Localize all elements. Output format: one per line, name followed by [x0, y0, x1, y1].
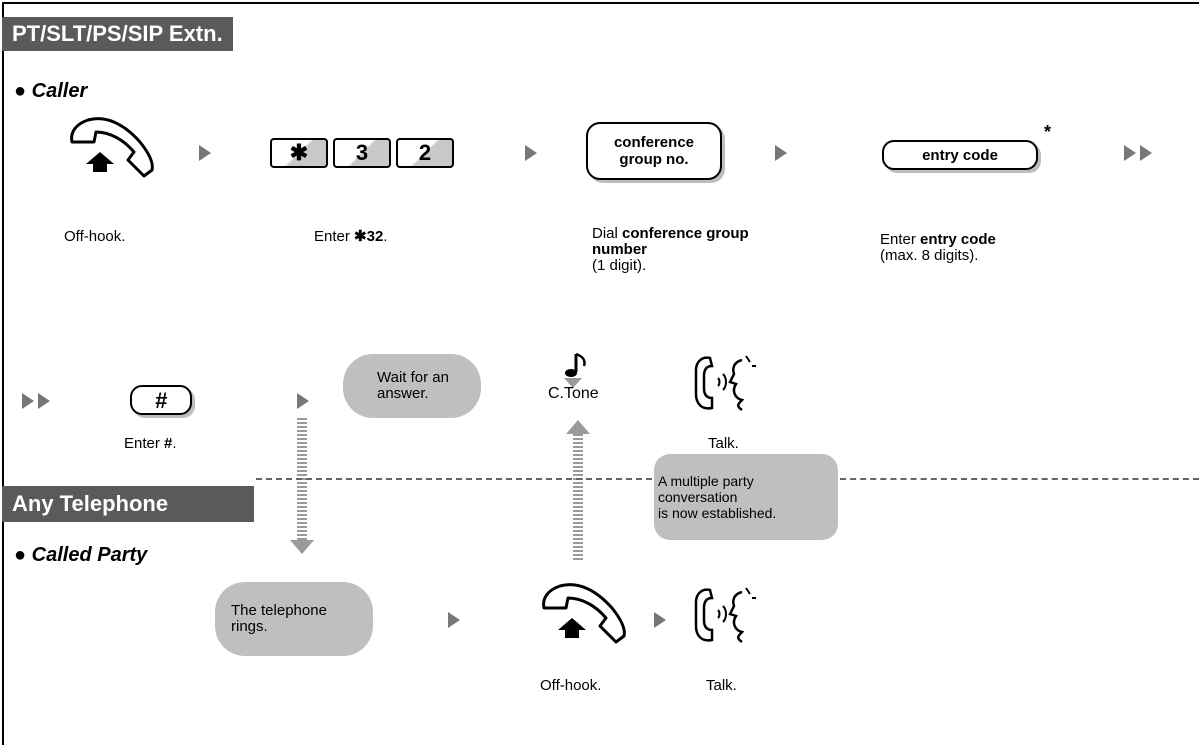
bullet-icon: ●	[14, 80, 27, 102]
section-tab-any-telephone: Any Telephone	[2, 486, 254, 522]
handset-offhook-icon	[542, 583, 626, 644]
hash-suffix: .	[172, 435, 177, 452]
dial-prefix: Dial	[592, 225, 623, 242]
conf-suffix: (1 digit).	[592, 257, 647, 274]
flow-arrow	[775, 145, 787, 161]
called-party-label-text: Called Party	[31, 544, 148, 566]
entry-code-button[interactable]: entry code	[882, 140, 1038, 170]
talk-caption: Talk.	[708, 435, 739, 452]
continue-arrow	[38, 393, 50, 409]
multi-party-bubble: A multiple party conversation is now est…	[654, 454, 838, 540]
enter-code-digits: 32	[366, 228, 384, 245]
enter-hash-prefix: Enter	[124, 435, 165, 452]
handset-offhook-icon	[70, 117, 154, 178]
telephone-rings-bubble: The telephone rings.	[215, 582, 373, 656]
section-divider	[256, 478, 652, 480]
conf-bold: conference group number	[592, 225, 749, 258]
called-offhook-caption: Off-hook.	[540, 677, 602, 694]
called-party-label: ● Called Party	[14, 544, 147, 567]
section-divider	[840, 478, 1199, 480]
offhook-caption: Off-hook.	[64, 228, 126, 245]
wait-line2: answer.	[377, 385, 429, 402]
entry-code-caption: Enter entry code (max. 8 digits).	[880, 232, 1060, 264]
flow-arrow	[297, 393, 309, 409]
continue-arrow	[1140, 145, 1152, 161]
key-3[interactable]: 3	[333, 138, 391, 168]
flow-arrow	[448, 612, 460, 628]
called-talk-caption: Talk.	[706, 677, 737, 694]
multi-line1: A multiple party	[658, 473, 754, 489]
entry-suffix: (max. 8 digits).	[880, 247, 979, 264]
rings-line1: The telephone	[231, 602, 327, 619]
dial-conference-caption: Dial conference group number (1 digit).	[592, 226, 782, 274]
entry-prefix: Enter	[880, 231, 921, 248]
wait-line1: Wait for an	[377, 369, 449, 386]
talk-icon	[694, 587, 756, 644]
hash-bold: #	[164, 435, 173, 452]
caller-label-text: Caller	[31, 80, 88, 102]
section-tab-extension: PT/SLT/PS/SIP Extn.	[2, 17, 233, 51]
enter-hash-caption: Enter #.	[124, 436, 177, 452]
flow-arrow	[199, 145, 211, 161]
hash-key-button[interactable]: #	[130, 385, 192, 415]
music-note-icon	[564, 352, 586, 388]
bullet-icon: ●	[14, 544, 27, 566]
enter-code-prefix: Enter	[314, 228, 355, 245]
confirmation-tone-label: C.Tone	[548, 385, 599, 402]
flow-arrow	[654, 612, 666, 628]
answer-signal-up-arrow	[566, 420, 590, 560]
continue-arrow	[22, 393, 34, 409]
key-2[interactable]: 2	[396, 138, 454, 168]
multi-line2: conversation	[658, 489, 738, 505]
flow-arrow	[525, 145, 537, 161]
multi-line3: is now established.	[658, 505, 777, 521]
talk-icon	[694, 355, 756, 412]
caller-label: ● Caller	[14, 80, 87, 103]
key-star[interactable]: ✱	[270, 138, 328, 168]
wait-for-answer-bubble: Wait for an answer.	[343, 354, 481, 418]
conf-group-line2: group no.	[619, 151, 689, 168]
conference-group-no-button[interactable]: conference group no.	[586, 122, 722, 180]
entry-bold: entry code	[920, 231, 996, 248]
enter-code-caption: Enter ✱32.	[314, 228, 388, 245]
entry-code-footnote-mark: *	[1044, 122, 1052, 142]
rings-line2: rings.	[231, 618, 268, 635]
ring-signal-down-arrow	[290, 418, 314, 554]
star-glyph: ✱	[354, 228, 367, 245]
continue-arrow	[1124, 145, 1136, 161]
conf-group-line1: conference	[613, 134, 695, 151]
